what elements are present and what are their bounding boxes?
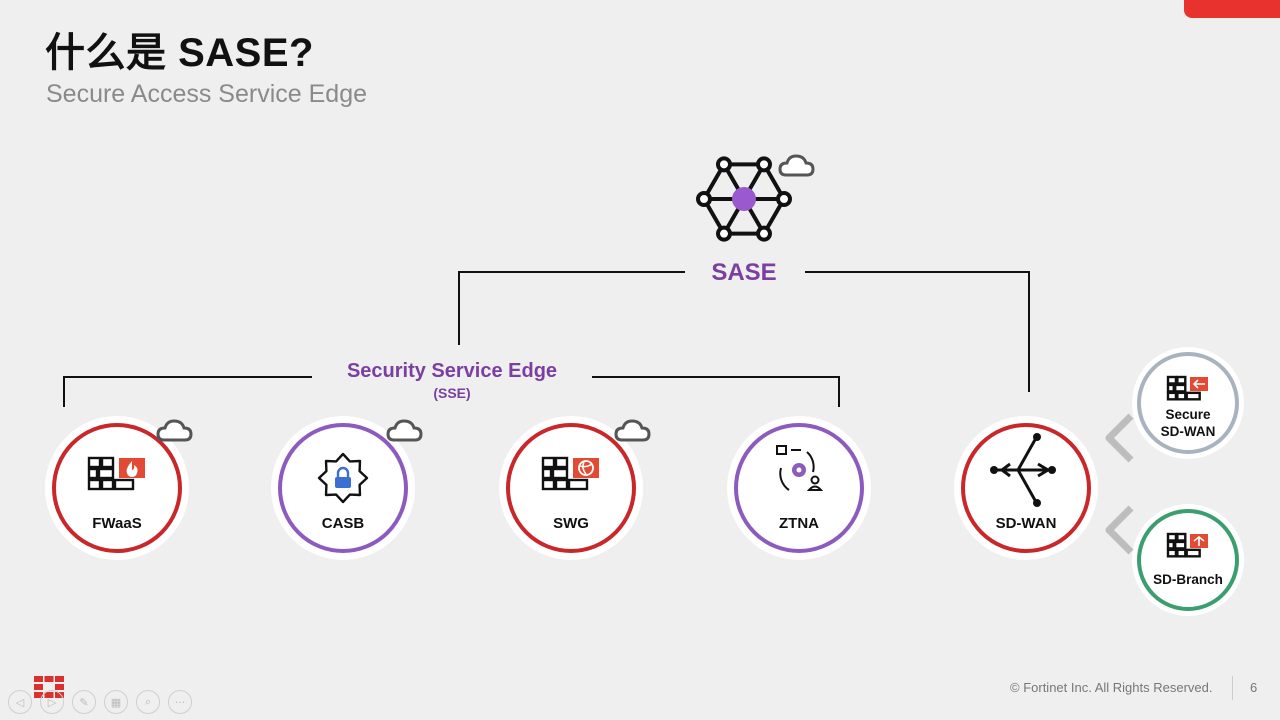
next-slide-button[interactable]: ▷ bbox=[40, 690, 64, 714]
connector-lines bbox=[63, 271, 1030, 407]
previous-slide-button[interactable]: ◁ bbox=[8, 690, 32, 714]
firewall-globe-icon bbox=[541, 456, 599, 491]
service-nodes: FWaaS CASB SWG ZTNA SD-WAN bbox=[45, 416, 1098, 560]
node-ring bbox=[1137, 509, 1239, 611]
zero-trust-icon bbox=[776, 445, 824, 491]
firewall-network-icon bbox=[1166, 532, 1208, 558]
zoom-button[interactable]: ⌕ bbox=[136, 690, 160, 714]
cloud-icon bbox=[386, 419, 423, 442]
chevron-left-icon bbox=[1105, 505, 1134, 555]
cloud-icon bbox=[614, 419, 651, 442]
brand-accent-tab bbox=[1184, 0, 1280, 18]
copyright-footer: © Fortinet Inc. All Rights Reserved. bbox=[1010, 680, 1213, 695]
node-ring bbox=[1137, 352, 1239, 454]
side-node-label-secure-sdwan: SD-WAN bbox=[1161, 424, 1216, 439]
slide-title: 什么是 SASE? bbox=[45, 31, 314, 75]
connector-line bbox=[63, 376, 312, 407]
sse-sublabel: (SSE) bbox=[433, 385, 470, 401]
side-node-sd-branch: SD-Branch bbox=[1132, 504, 1244, 616]
firewall-arrow-icon bbox=[1166, 375, 1208, 401]
slides-overview-button[interactable]: ▦ bbox=[104, 690, 128, 714]
service-node-sdwan: SD-WAN bbox=[954, 416, 1098, 560]
gear-lock-icon bbox=[317, 452, 369, 504]
presentation-toolbar: ◁ ▷ ✎ ▦ ⌕ ··· bbox=[8, 690, 192, 714]
service-node-swg: SWG bbox=[499, 416, 651, 560]
sase-network-icon bbox=[696, 156, 792, 242]
node-label-fwaas: FWaaS bbox=[92, 515, 141, 532]
chevron-left-icon bbox=[1105, 413, 1134, 463]
node-label-ztna: ZTNA bbox=[779, 515, 819, 532]
sse-label: Security Service Edge bbox=[347, 360, 557, 382]
node-label-casb: CASB bbox=[322, 515, 365, 532]
node-label-sdwan: SD-WAN bbox=[996, 515, 1057, 532]
cloud-icon bbox=[778, 154, 815, 177]
side-node-label-secure-sdwan: Secure bbox=[1165, 407, 1211, 422]
cloud-icon bbox=[778, 154, 815, 177]
service-node-fwaas: FWaaS bbox=[45, 416, 193, 560]
chevron-icons bbox=[1105, 413, 1134, 555]
connector-line bbox=[458, 271, 685, 345]
more-options-button[interactable]: ··· bbox=[168, 690, 192, 714]
sase-label: SASE bbox=[711, 259, 776, 286]
node-ring bbox=[961, 423, 1091, 553]
firewall-flame-icon bbox=[87, 456, 145, 491]
page-number: 6 bbox=[1250, 680, 1258, 695]
connector-line bbox=[805, 271, 1030, 392]
service-node-casb: CASB bbox=[271, 416, 423, 560]
branching-arrows-icon bbox=[990, 433, 1056, 507]
footer-divider bbox=[1232, 676, 1233, 700]
node-ring bbox=[734, 423, 864, 553]
slide-subtitle: Secure Access Service Edge bbox=[46, 80, 367, 108]
pen-tool-button[interactable]: ✎ bbox=[72, 690, 96, 714]
cloud-icon bbox=[156, 419, 193, 442]
side-node-label-sd-branch: SD-Branch bbox=[1153, 572, 1223, 587]
connector-line bbox=[592, 376, 840, 407]
service-node-ztna: ZTNA bbox=[727, 416, 871, 560]
node-label-swg: SWG bbox=[553, 515, 589, 532]
